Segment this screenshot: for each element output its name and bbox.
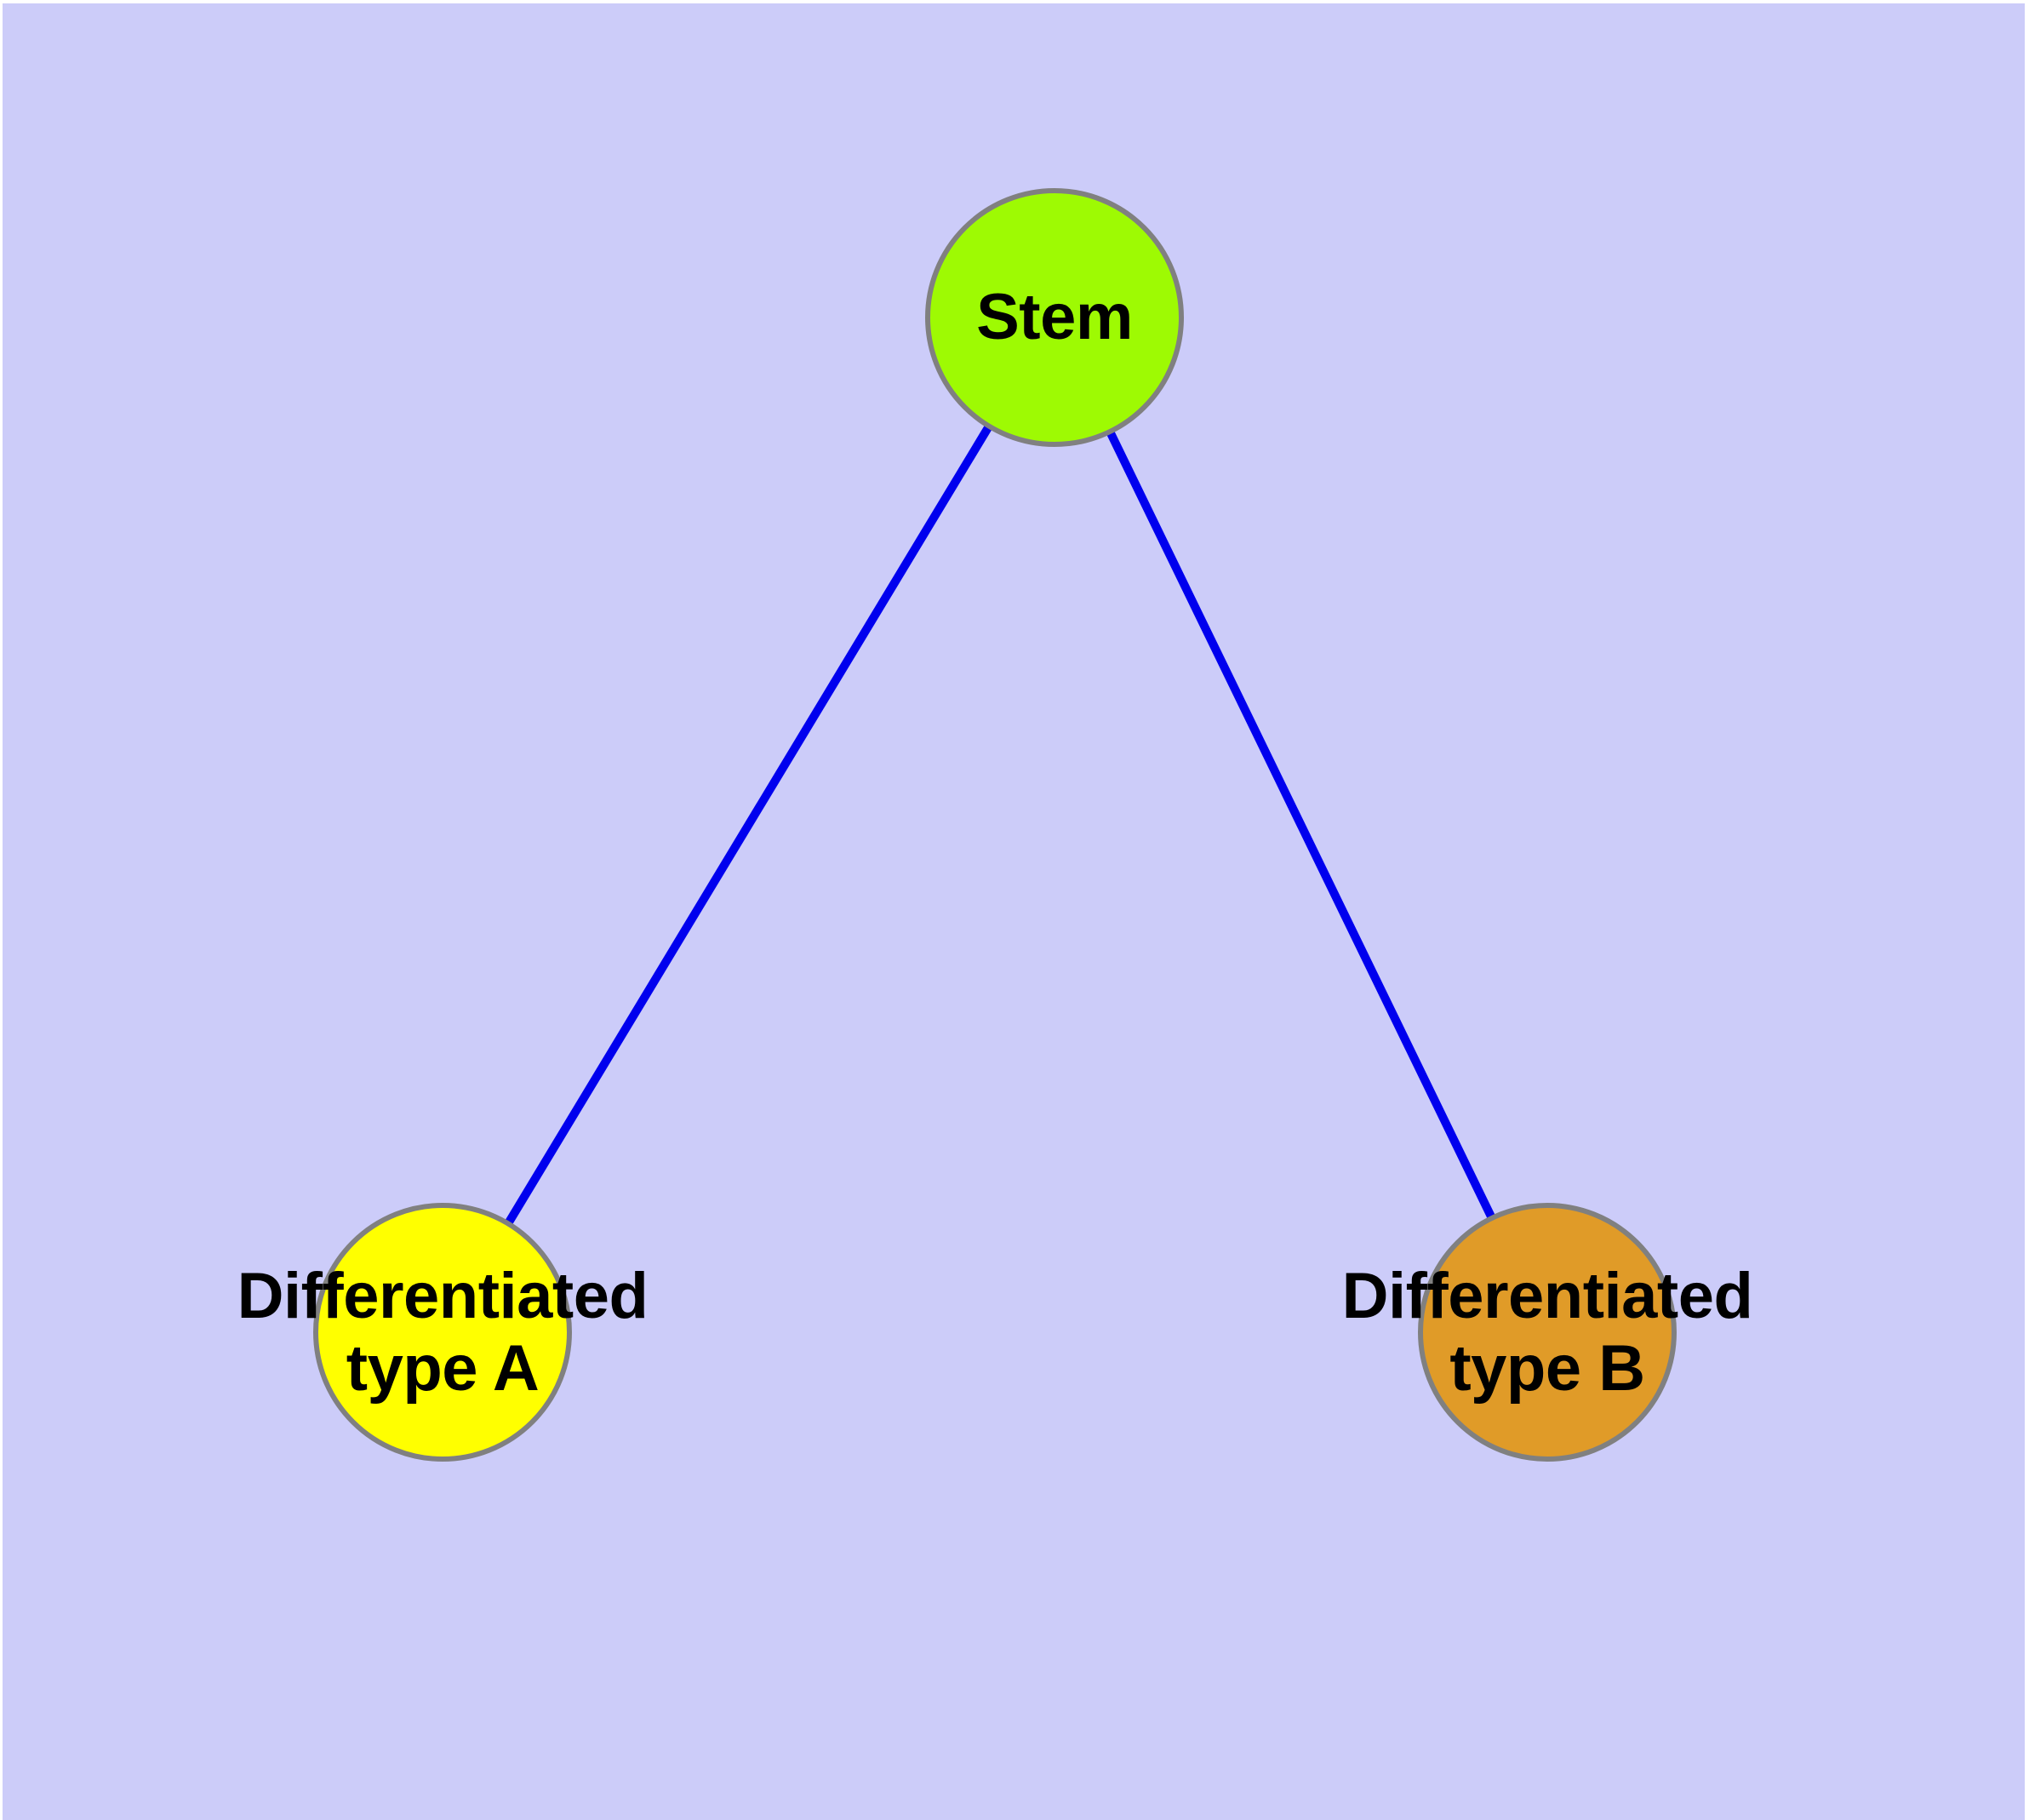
node-stem[interactable]	[925, 188, 1184, 447]
edge-stem-to-differentiated-type-b[interactable]	[1104, 426, 1498, 1224]
node-differentiated-type-b[interactable]	[1418, 1203, 1677, 1462]
node-differentiated-type-a[interactable]	[313, 1203, 572, 1462]
edge-stem-to-differentiated-type-a[interactable]	[502, 420, 995, 1230]
